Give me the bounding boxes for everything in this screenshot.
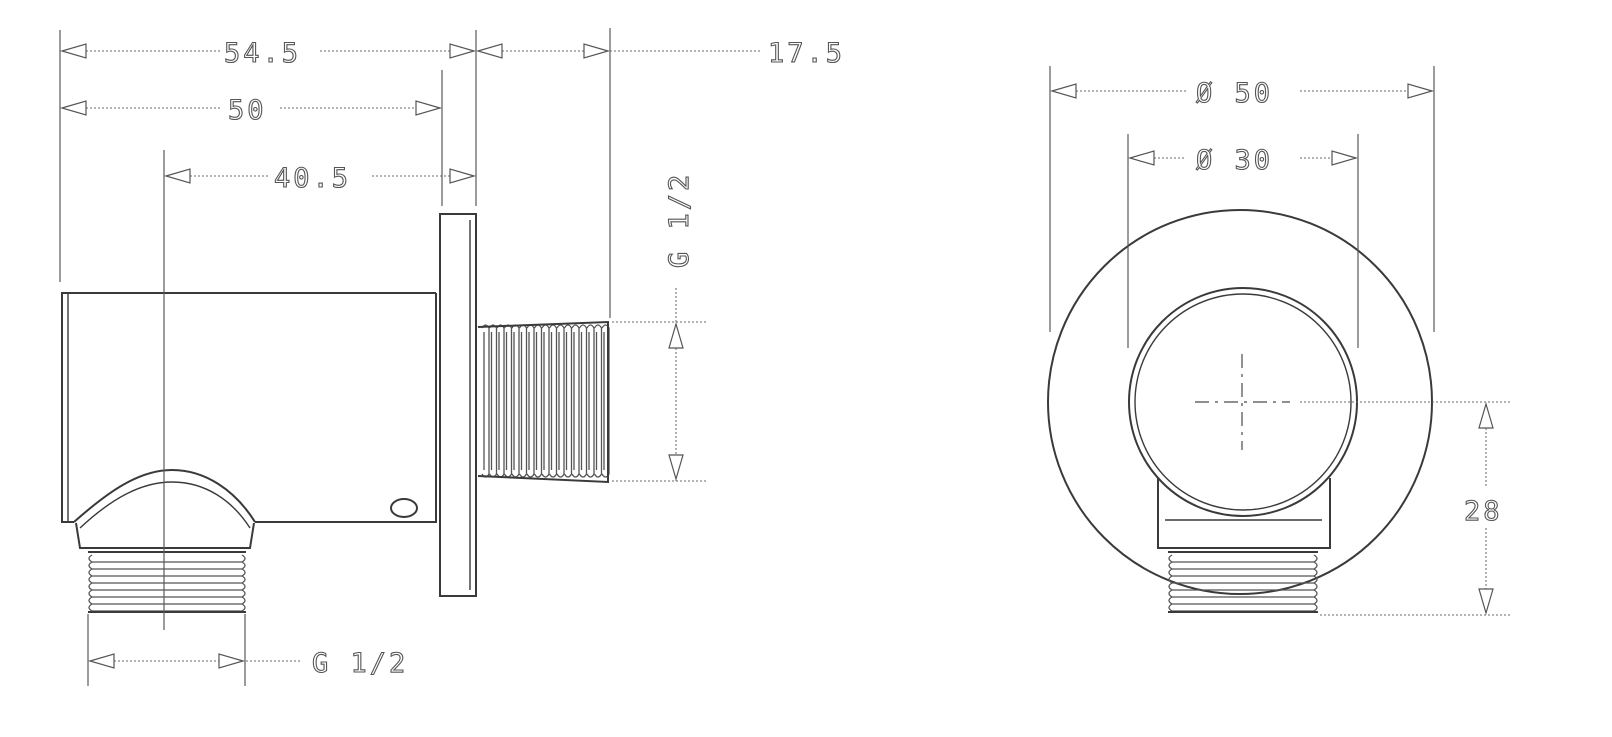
side-inlet-thread-outline xyxy=(477,320,609,484)
thread-crest xyxy=(88,603,246,612)
front-flange-circle xyxy=(1047,209,1433,595)
thread-crest xyxy=(1168,582,1318,591)
thread-crest xyxy=(481,324,490,478)
thread-crest xyxy=(578,324,588,478)
dim-label-thread-length: 17.5 xyxy=(768,38,845,69)
dim-label-overall-length: 54.5 xyxy=(224,38,301,69)
thread-crest xyxy=(1168,603,1318,612)
dim-arrow-dia-30-right xyxy=(1331,150,1359,166)
front-body-circle-inner xyxy=(1134,293,1352,511)
front-outlet-thread xyxy=(1168,554,1318,612)
thread-crest xyxy=(88,554,246,563)
side-outlet-thread xyxy=(88,554,246,612)
front-body-circle xyxy=(1128,287,1358,517)
dim-arrow-40-5-right xyxy=(449,168,477,184)
thread-crest xyxy=(88,582,246,591)
side-outlet-neck xyxy=(75,522,255,549)
side-outlet-saddle xyxy=(73,468,256,523)
dim-arrow-54-5-left xyxy=(59,43,87,59)
thread-crest xyxy=(1168,561,1318,570)
dim-label-body-length: 50 xyxy=(228,95,267,126)
front-outlet-thread-outline xyxy=(1168,551,1318,613)
dim-arrow-40-5-left xyxy=(163,168,191,184)
thread-crest xyxy=(488,324,498,478)
thread-crest xyxy=(533,324,543,478)
dim-label-center-height: 28 xyxy=(1464,496,1503,527)
thread-crest xyxy=(1168,568,1318,577)
dim-arrow-dia-30-left xyxy=(1127,150,1155,166)
thread-crest xyxy=(1168,596,1318,605)
thread-crest xyxy=(511,324,520,478)
thread-crest xyxy=(541,324,550,478)
thread-crest xyxy=(593,324,603,478)
thread-crest xyxy=(88,568,246,577)
dim-label-inlet-thread: G 1/2 xyxy=(664,172,695,268)
side-outlet-saddle-inner xyxy=(79,481,251,529)
side-flange xyxy=(439,213,477,597)
dim-arrow-dia-50-right xyxy=(1407,83,1435,99)
thread-crest xyxy=(548,324,558,478)
side-outlet-thread-outline xyxy=(88,551,246,613)
side-inlet-thread xyxy=(481,324,610,478)
side-set-screw-hole xyxy=(390,498,418,518)
dim-arrow-outlet-right xyxy=(218,653,246,669)
thread-crest xyxy=(518,324,528,478)
thread-crest xyxy=(563,324,573,478)
thread-crest xyxy=(1168,554,1318,563)
thread-crest xyxy=(586,324,595,478)
side-view: 54.5 17.5 50 40.5 G 1/2 G 1/2 xyxy=(59,28,845,686)
dim-arrow-inlet-bottom xyxy=(668,454,684,482)
dim-arrow-28-bottom xyxy=(1478,588,1494,616)
front-view: Ø 50 Ø 30 28 xyxy=(1047,66,1510,616)
thread-crest xyxy=(88,561,246,570)
thread-crest xyxy=(571,324,580,478)
thread-crest xyxy=(1168,575,1318,584)
dim-label-flange-diameter: Ø 50 xyxy=(1196,78,1273,109)
dim-arrow-dia-50-left xyxy=(1049,83,1077,99)
dim-arrow-inlet-top xyxy=(668,321,684,349)
thread-crest xyxy=(496,324,505,478)
thread-crest xyxy=(503,324,513,478)
dim-label-outlet-thread: G 1/2 xyxy=(312,648,408,679)
thread-crest xyxy=(556,324,565,478)
thread-crest xyxy=(88,596,246,605)
dim-arrow-28-top xyxy=(1478,401,1494,429)
thread-crest xyxy=(88,589,246,598)
dim-arrow-17-5-left xyxy=(475,43,503,59)
dim-arrow-17-5-right xyxy=(583,43,611,59)
dim-arrow-outlet-left xyxy=(87,653,115,669)
dim-arrow-50-right xyxy=(415,100,443,116)
thread-crest xyxy=(1168,589,1318,598)
thread-crest xyxy=(526,324,535,478)
dim-arrow-54-5-right xyxy=(449,43,477,59)
dim-arrow-50-left xyxy=(59,100,87,116)
dim-label-body-diameter: Ø 30 xyxy=(1196,145,1273,176)
dim-label-outlet-offset: 40.5 xyxy=(274,163,351,194)
front-outlet-neck xyxy=(1157,478,1331,549)
thread-crest xyxy=(88,575,246,584)
